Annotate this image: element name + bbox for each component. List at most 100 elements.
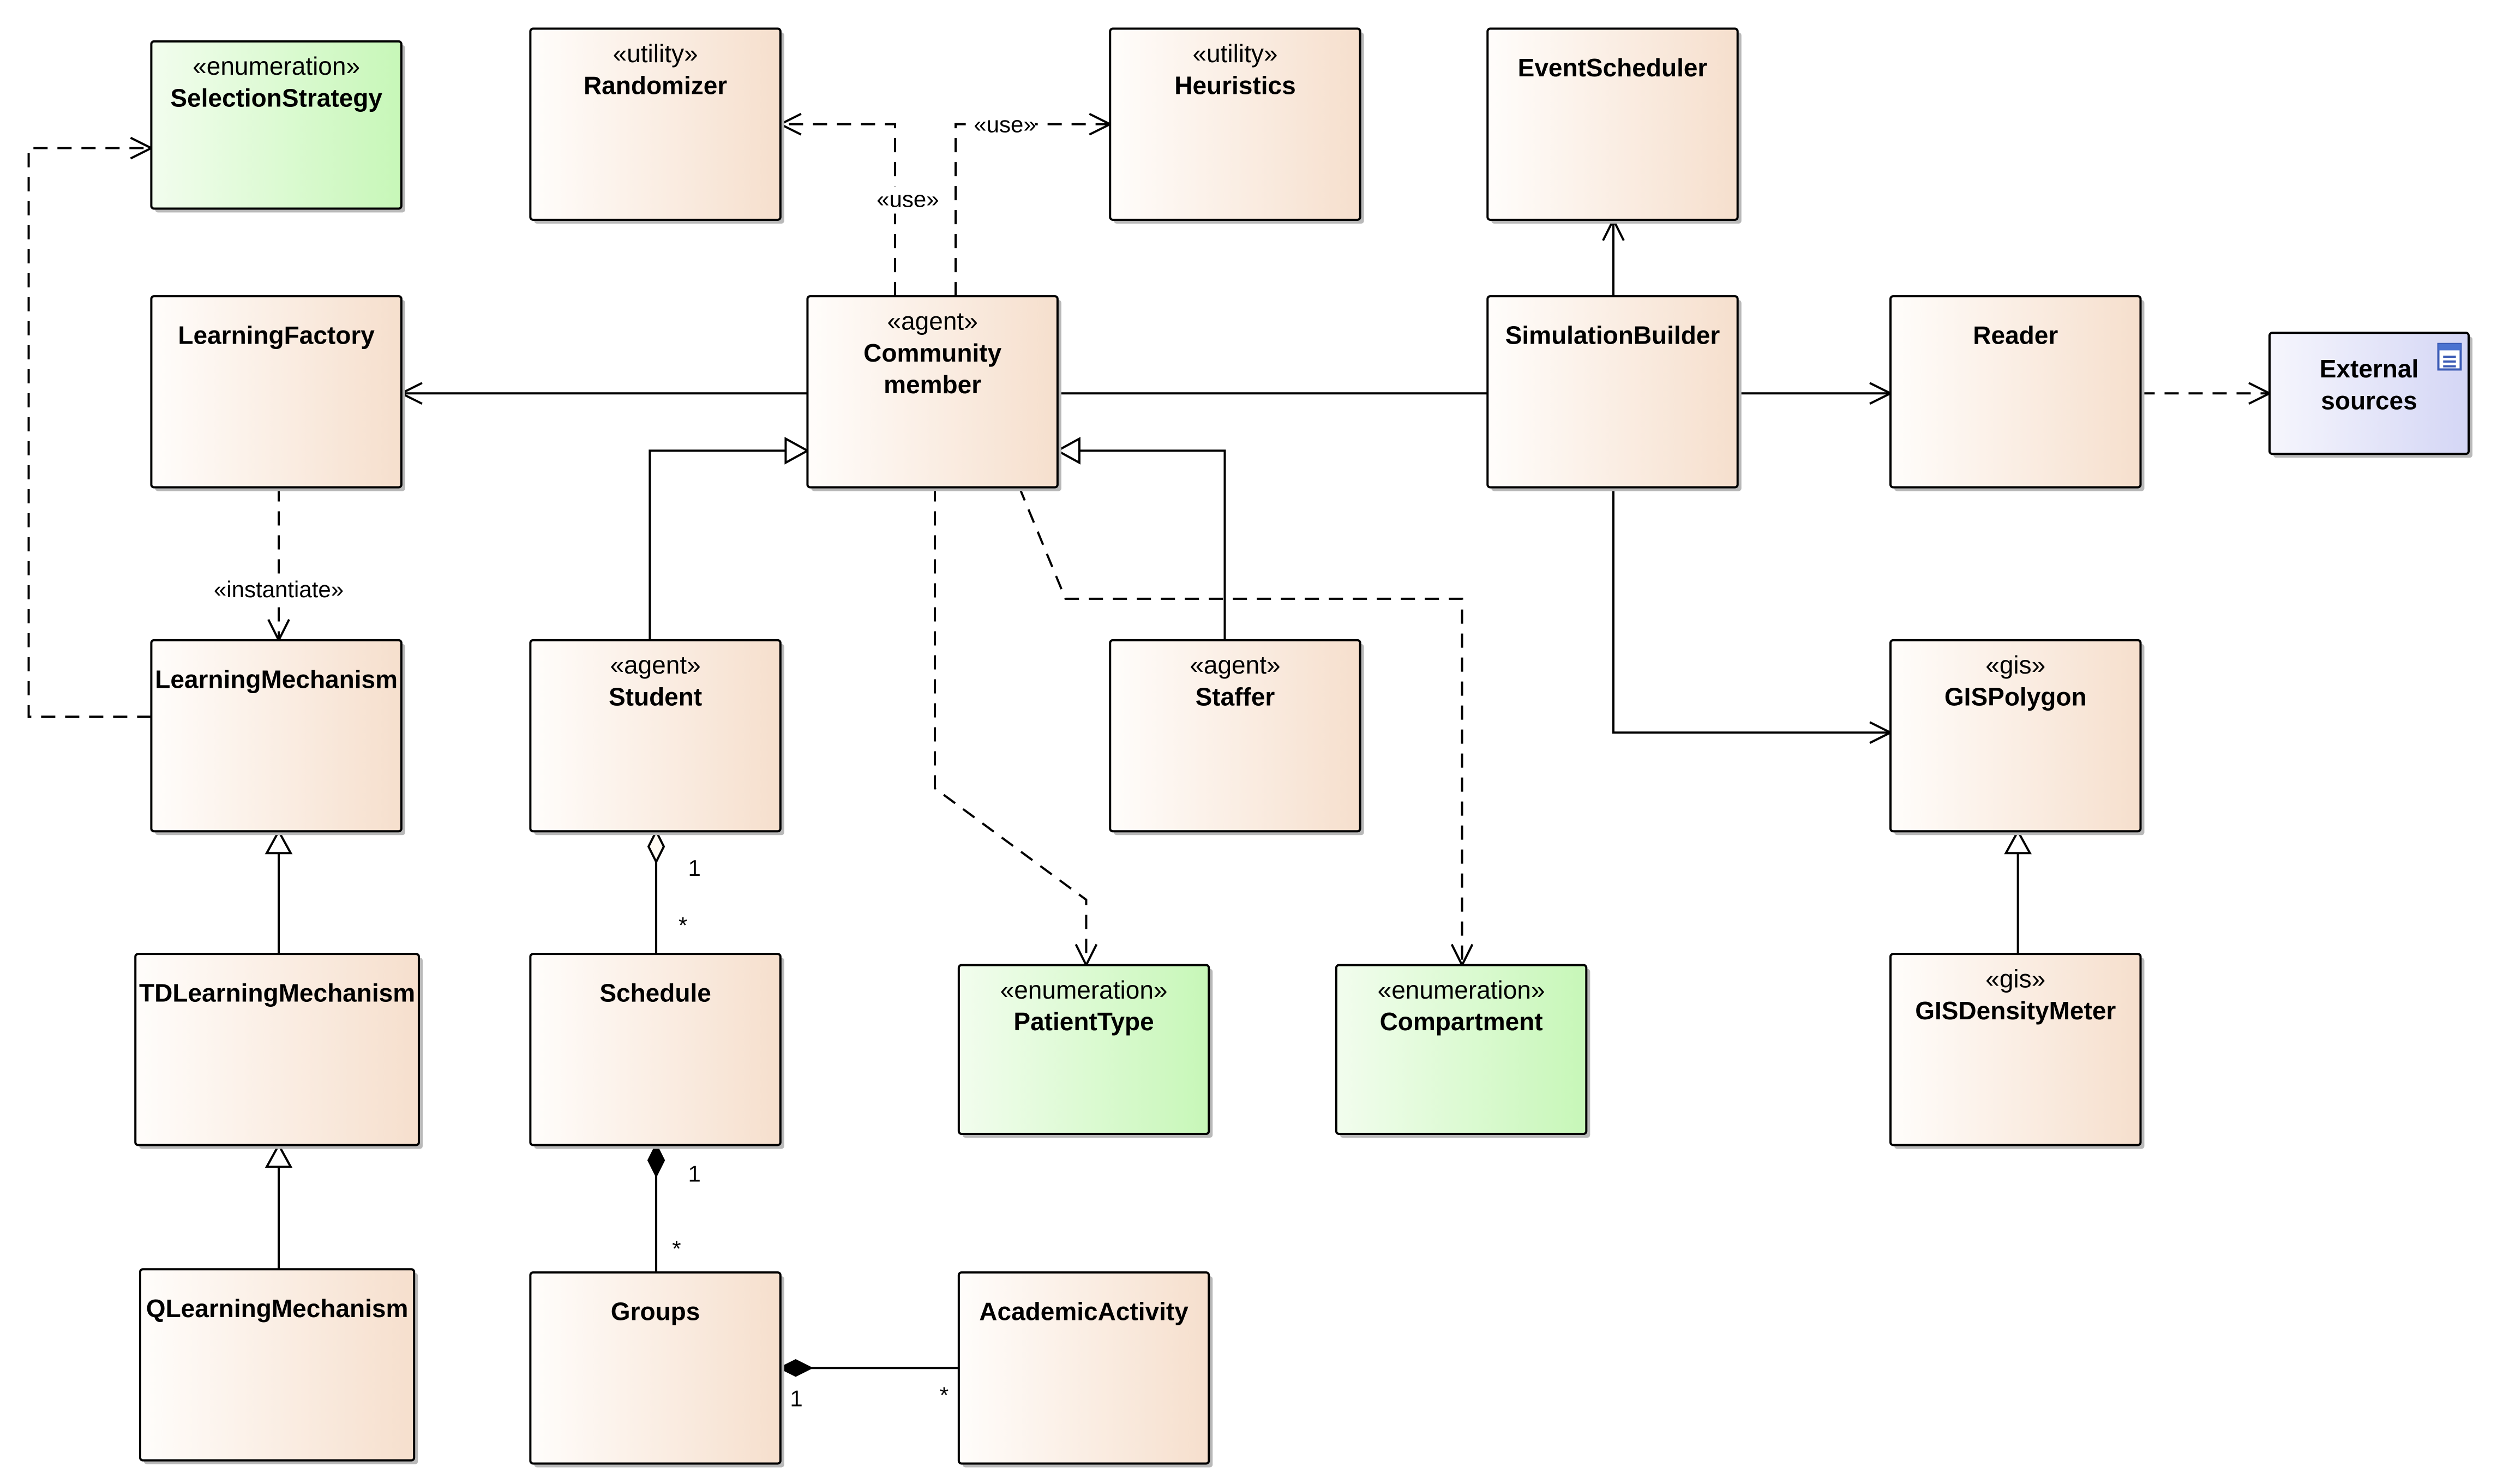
relation-use-heuristics[interactable]: «use» xyxy=(955,111,1113,297)
class-name: GISDensityMeter xyxy=(1915,996,2116,1025)
class-name: PatientType xyxy=(1013,1007,1154,1036)
dependency-line xyxy=(1018,486,1463,965)
association-line xyxy=(1057,449,1226,640)
relation-staffer-generalization[interactable] xyxy=(1055,436,1226,640)
target-multiplicity: * xyxy=(940,1383,949,1408)
generalization-triangle xyxy=(1055,436,1081,465)
class-box xyxy=(529,639,782,833)
relation-student-generalization[interactable] xyxy=(649,436,810,640)
class-student[interactable]: «agent»Student xyxy=(529,639,784,836)
class-reader[interactable]: Reader xyxy=(1889,295,2145,491)
generalization-triangle xyxy=(784,436,810,465)
class-academic-activity[interactable]: AcademicActivity xyxy=(957,1271,1213,1468)
class-box xyxy=(1109,27,1361,221)
class-box xyxy=(139,1268,416,1462)
source-multiplicity: 1 xyxy=(688,1161,700,1187)
class-name: Staffer xyxy=(1196,683,1275,711)
label-backing xyxy=(975,111,1035,139)
relation-sb-to-event-scheduler[interactable] xyxy=(1602,217,1625,297)
class-name: Heuristics xyxy=(1174,71,1295,99)
generalization-triangle xyxy=(2004,829,2032,855)
composition-diamond xyxy=(778,1359,814,1377)
class-gis-density-meter[interactable]: «gis» GISDensityMeter xyxy=(1889,953,2145,1149)
relation-reader-to-external[interactable] xyxy=(2140,382,2272,405)
relation-q-generalization[interactable] xyxy=(265,1143,293,1270)
class-box xyxy=(150,639,403,833)
relation-cm-to-learning-factory[interactable] xyxy=(399,382,808,405)
class-name: Compartment xyxy=(1380,1007,1543,1036)
class-td-learning-mechanism[interactable]: TDLearningMechanism xyxy=(134,953,423,1149)
composition-diamond xyxy=(647,1143,665,1178)
class-box xyxy=(2268,332,2470,455)
class-stereotype: «agent» xyxy=(1190,651,1280,679)
class-simulation-builder[interactable]: SimulationBuilder xyxy=(1486,295,1742,491)
relation-use-randomizer[interactable]: «use» xyxy=(778,112,939,297)
association-line xyxy=(649,449,808,640)
association-line xyxy=(1612,487,1891,734)
class-stereotype: «enumeration» xyxy=(1378,976,1545,1004)
class-selection-strategy[interactable]: «enumeration» SelectionStrategy xyxy=(150,40,405,213)
relation-schedule-groups[interactable]: 1* xyxy=(647,1143,701,1273)
class-box xyxy=(1109,639,1361,833)
class-box xyxy=(1889,953,2142,1146)
label-backing xyxy=(201,576,357,604)
class-learning-mechanism[interactable]: LearningMechanism xyxy=(150,639,405,836)
target-multiplicity: * xyxy=(679,912,687,938)
class-box xyxy=(1486,295,1739,489)
class-stereotype: «enumeration» xyxy=(193,52,360,80)
class-box xyxy=(1889,639,2142,833)
class-stereotype: «gis» xyxy=(1985,964,2045,993)
relation-gisdm-generalization[interactable] xyxy=(2004,829,2032,954)
artifact-icon-header xyxy=(2438,344,2461,351)
class-box xyxy=(1335,964,1588,1135)
source-multiplicity: 1 xyxy=(688,855,700,881)
class-gis-polygon[interactable]: «gis»GISPolygon xyxy=(1889,639,2145,836)
class-q-learning-mechanism[interactable]: QLearningMechanism xyxy=(139,1268,418,1464)
relation-td-generalization[interactable] xyxy=(265,829,293,954)
class-stereotype: «utility» xyxy=(613,39,698,68)
class-patient-type[interactable]: «enumeration»PatientType xyxy=(957,964,1213,1138)
class-box xyxy=(529,27,782,221)
relation-groups-activity[interactable]: 1* xyxy=(778,1359,959,1411)
relation-label: «use» xyxy=(877,187,939,212)
class-box xyxy=(1486,27,1739,221)
relation-sb-to-gis-polygon[interactable] xyxy=(1612,487,1893,744)
class-name: AcademicActivity xyxy=(979,1297,1189,1326)
class-box xyxy=(150,40,403,210)
relation-sb-to-reader[interactable] xyxy=(1737,382,1893,405)
class-name: SelectionStrategy xyxy=(170,84,382,112)
target-multiplicity: * xyxy=(672,1236,681,1261)
class-box xyxy=(957,964,1210,1135)
relation-label: «instantiate» xyxy=(214,576,344,602)
relation-lf-instantiate-lm[interactable]: «instantiate» xyxy=(201,487,357,643)
class-name: Student xyxy=(609,683,702,711)
source-multiplicity: 1 xyxy=(790,1385,802,1411)
dependency-line xyxy=(27,147,152,718)
relationship-layer: «use»«use»«instantiate»1*1*1* xyxy=(27,111,2272,1411)
relation-lm-to-selection-strategy[interactable] xyxy=(27,136,154,718)
class-layer: «enumeration»SelectionStrategy«utility»R… xyxy=(134,27,2472,1468)
class-name: Groups xyxy=(611,1297,700,1326)
class-staffer[interactable]: «agent» Staffer xyxy=(1109,639,1364,836)
class-stereotype: «gis» xyxy=(1985,651,2045,679)
class-box xyxy=(806,295,1059,489)
relation-cm-to-patient-type[interactable] xyxy=(934,487,1098,968)
relation-label: «use» xyxy=(974,111,1036,137)
label-backing xyxy=(878,186,938,214)
class-compartment[interactable]: «enumeration» Compartment xyxy=(1335,964,1590,1138)
class-schedule[interactable]: Schedule xyxy=(529,953,784,1149)
class-box xyxy=(529,953,782,1146)
dependency-line xyxy=(955,123,1111,297)
class-randomizer[interactable]: «utility»Randomizer xyxy=(529,27,784,224)
relation-student-schedule[interactable]: 1* xyxy=(647,828,701,954)
class-event-scheduler[interactable]: EventScheduler xyxy=(1486,27,1742,224)
class-learning-factory[interactable]: LearningFactory xyxy=(150,295,405,491)
class-groups[interactable]: Groups xyxy=(529,1271,784,1468)
class-heuristics[interactable]: «utility»Heuristics xyxy=(1109,27,1364,224)
class-name: Schedule xyxy=(599,979,711,1007)
